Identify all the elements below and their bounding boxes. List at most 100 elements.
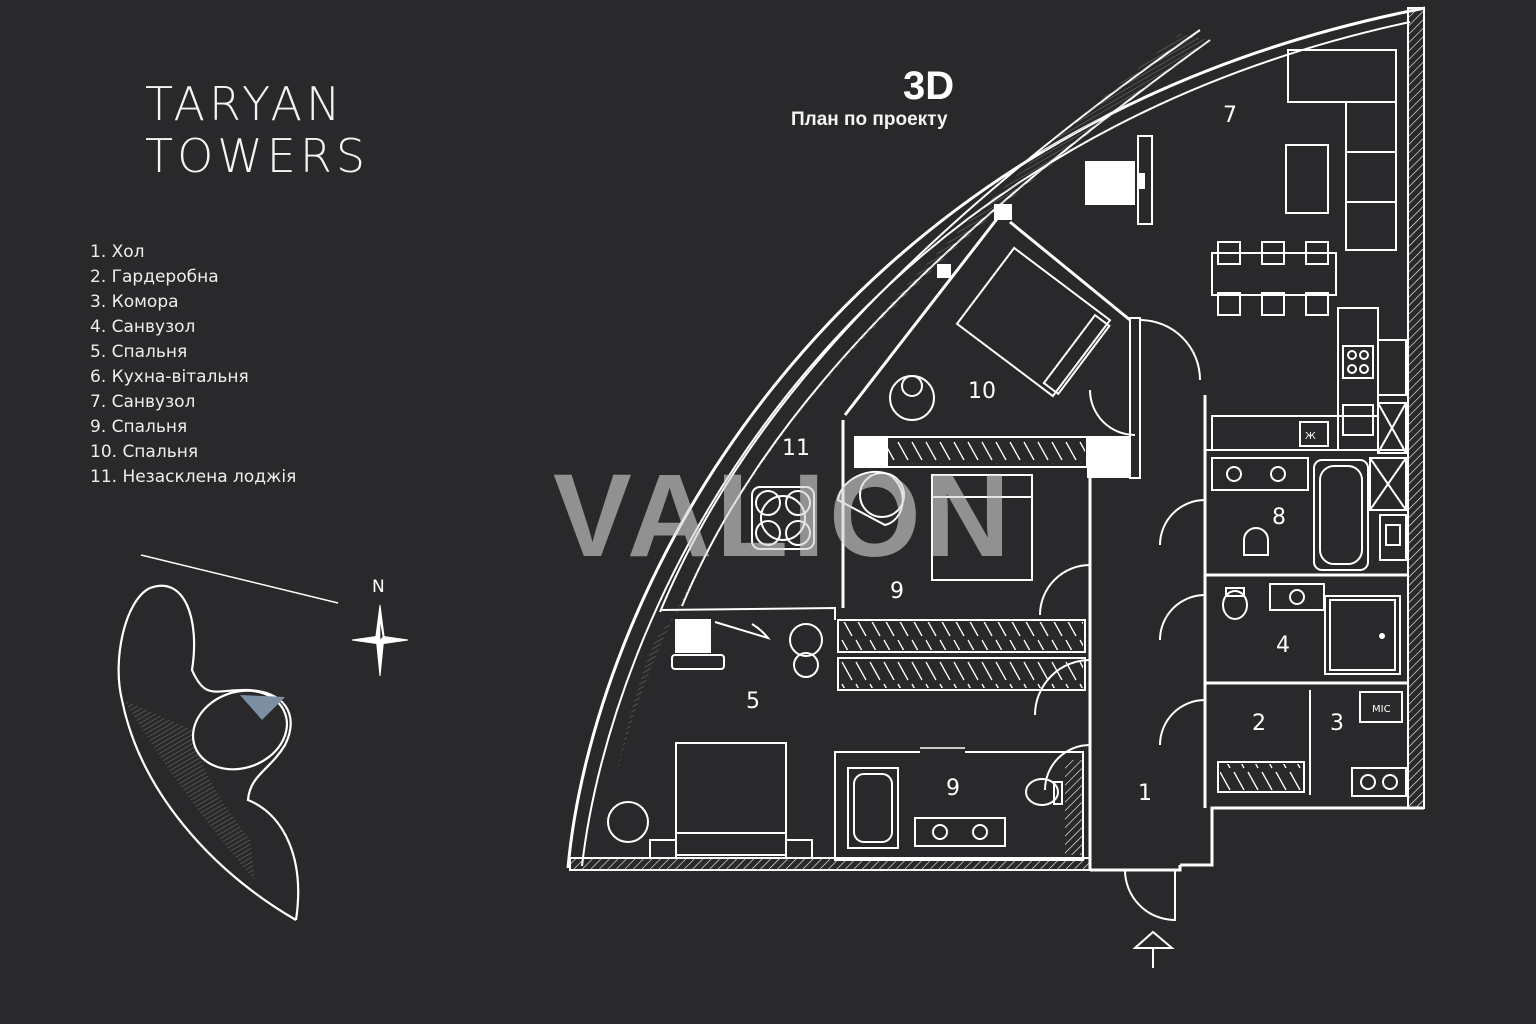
- compass-icon: N: [351, 577, 409, 677]
- desk: [671, 654, 725, 670]
- microwave: [1299, 421, 1329, 447]
- wall-bedroom10-east: [1129, 317, 1141, 479]
- legend-item: 7. Санвузол: [90, 392, 196, 412]
- sofa: [1287, 49, 1397, 103]
- wall-entry: [1090, 865, 1182, 872]
- site-map-highlight-apartment: [240, 695, 285, 720]
- sofa-chaise: [1345, 101, 1397, 251]
- column: [937, 264, 951, 278]
- room-label-1: 1: [1138, 781, 1152, 806]
- toilet: [1243, 527, 1269, 556]
- entry-arrow-icon: [1132, 930, 1175, 949]
- room-label-3: 3: [1330, 711, 1344, 736]
- wall-bedroom10-north: [843, 214, 1002, 416]
- site-map-outline-inner: [149, 584, 300, 921]
- kitchen-counter-low: [1211, 415, 1339, 451]
- double-vanity: [1211, 457, 1309, 491]
- legend-item: 4. Санвузол: [90, 317, 196, 337]
- site-map-outline: [117, 587, 297, 921]
- site-map-tower-ellipse: [191, 689, 289, 771]
- room-label-8: 8: [1272, 505, 1286, 530]
- column: [994, 204, 1012, 220]
- mic-label: MIC: [1372, 704, 1391, 715]
- exterior-wall-south-east: [1180, 806, 1424, 867]
- site-map-courtyard: [124, 700, 255, 880]
- shaft: [1369, 457, 1407, 511]
- wall-bedroom5-north: [659, 606, 836, 620]
- room-label-4: 4: [1276, 633, 1290, 658]
- room-label-5: 5: [746, 689, 760, 714]
- wardrobe: [1217, 761, 1305, 793]
- brand-line-1: TARYAN: [145, 77, 345, 131]
- room-label-11: 11: [782, 436, 810, 461]
- bed: [675, 742, 787, 856]
- room-label-10: 10: [968, 379, 996, 404]
- coffee-table: [1285, 144, 1329, 214]
- legend-item: 9. Спальня: [90, 417, 188, 437]
- bed: [955, 246, 1112, 398]
- room-legend: 1. Хол 2. Гардеробна 3. Комора 4. Санвуз…: [90, 240, 296, 490]
- legend-item: 6. Кухна-вітальня: [90, 367, 249, 387]
- chair: [1261, 241, 1285, 265]
- legend-item: 2. Гардеробна: [90, 267, 219, 287]
- exterior-wall-east: [1407, 7, 1425, 809]
- legend-item: 1. Хол: [90, 242, 145, 262]
- watermark: VALION: [553, 450, 1015, 582]
- column: [675, 619, 711, 653]
- plan-title: 3D: [903, 64, 955, 108]
- legend-item: 10. Спальня: [90, 442, 199, 462]
- chair: [1217, 241, 1241, 265]
- toilet: [1025, 778, 1059, 806]
- column: [1087, 436, 1131, 478]
- door-swing: [1159, 499, 1206, 546]
- vanity: [914, 817, 1006, 847]
- door-swing: [1044, 744, 1091, 791]
- chair-round: [789, 623, 823, 657]
- door-swing: [1159, 699, 1206, 746]
- site-map: [117, 554, 339, 921]
- kitchen-column: [1377, 339, 1407, 396]
- washing-machine: [1379, 514, 1407, 561]
- legend-item: 5. Спальня: [90, 342, 188, 362]
- room-label-7: 7: [1223, 103, 1237, 128]
- chair: [1305, 292, 1329, 316]
- door-swing: [1039, 564, 1091, 616]
- microwave-label: Ж: [1305, 431, 1316, 442]
- legend-item: 3. Комора: [90, 292, 179, 312]
- door-swing: [1089, 389, 1136, 436]
- wall-bedroom10-diag: [1009, 220, 1131, 322]
- site-map-street-line: [140, 554, 339, 604]
- loggia-outer-arc-2: [581, 21, 1411, 867]
- door-swing: [714, 621, 771, 640]
- loggia-outer-arc: [566, 6, 1426, 869]
- brand-line-2: TOWERS: [145, 129, 370, 183]
- wardrobe: [837, 657, 1086, 691]
- door-swing: [1139, 319, 1201, 381]
- armchair-round: [889, 375, 935, 421]
- armchair: [1085, 161, 1135, 205]
- legend-item: 11. Незасклена лоджія: [90, 467, 297, 487]
- wardrobe: [837, 619, 1086, 653]
- room-label-2: 2: [1252, 711, 1266, 736]
- shower: [1324, 595, 1401, 675]
- sink: [1269, 583, 1325, 611]
- door-swing: [1159, 594, 1206, 641]
- plan-subtitle: План по проекту: [791, 109, 948, 130]
- bathtub: [1313, 459, 1369, 571]
- apartment-plan: Ж: [566, 6, 1426, 968]
- room-labels: 7 10 11 8 9 4 5 2 3 9 1: [746, 103, 1344, 806]
- armchair-round: [607, 801, 649, 843]
- cooktop: [1342, 345, 1374, 379]
- room-label-9: 9: [946, 776, 960, 801]
- fridge: [1342, 404, 1374, 436]
- outdoor-table: [751, 486, 815, 550]
- chair: [1261, 292, 1285, 316]
- technical-cabinet: [1359, 691, 1403, 723]
- room-label-9: 9: [890, 579, 904, 604]
- compass-north-label: N: [372, 577, 385, 597]
- brand-logo: TARYAN TOWERS: [145, 78, 369, 182]
- bathtub: [847, 767, 899, 849]
- chair: [1305, 241, 1329, 265]
- dining-table: [1211, 252, 1337, 296]
